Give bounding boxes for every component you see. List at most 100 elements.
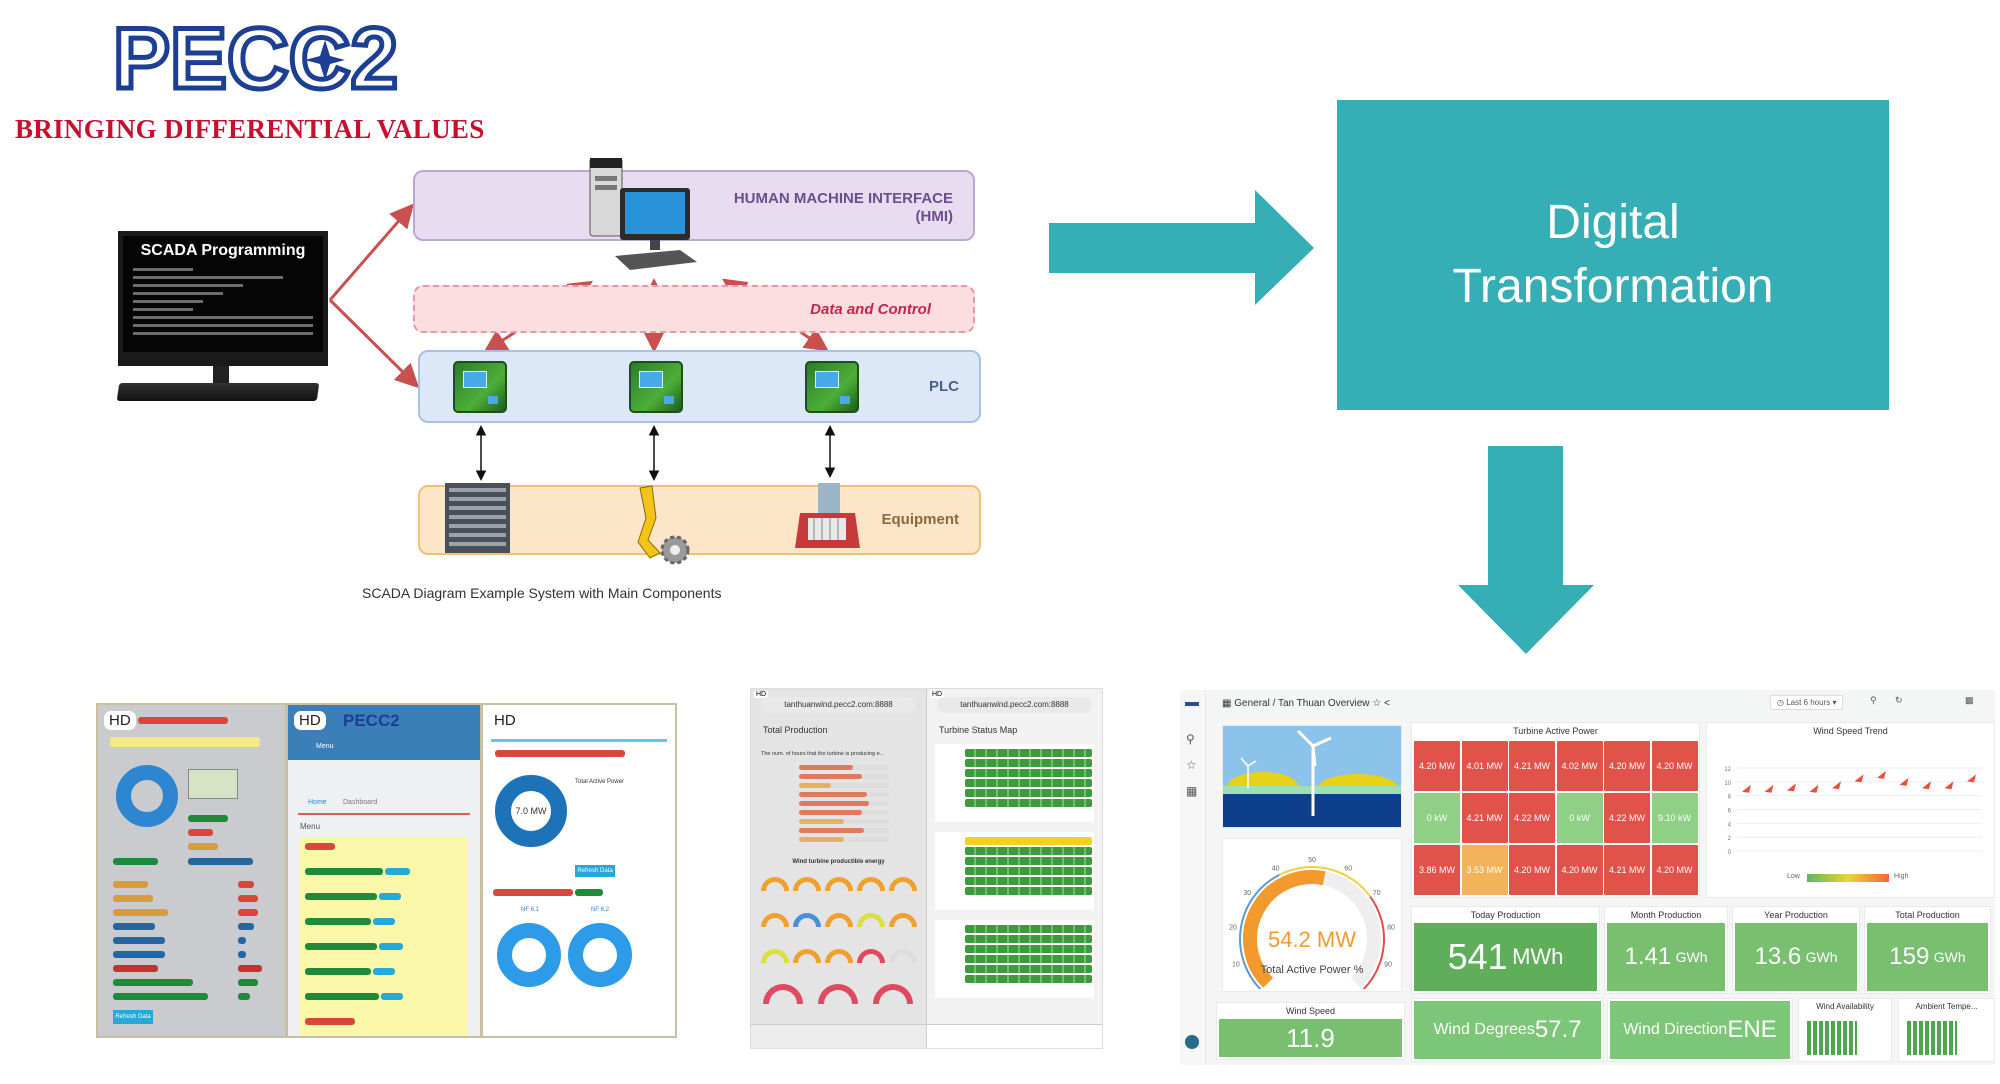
status-row [965,955,1092,963]
apps-grid-icon[interactable]: ▦ [1186,784,1198,798]
turbine-tile: 4.22 MW [1509,793,1555,843]
url-bar[interactable]: tanthuanwind.pecc2.com:8888 [761,697,916,713]
mini-gauge-icon [825,913,853,927]
wind-farm-image-panel [1222,725,1402,828]
turbine-power-value: 4.20 MW [1656,865,1693,875]
data-control-label: Data and Control [810,301,931,318]
trend-point [1854,774,1864,783]
browser-toolbar[interactable] [927,1024,1102,1048]
gauge-value: 54.2 MW [1267,927,1357,952]
hmi-label: HUMAN MACHINE INTERFACE(HMI) [733,190,953,225]
turbine-tile: 0 kW [1414,793,1460,843]
turbine-tile: 0 kW [1556,793,1603,843]
scada-programming-monitor: SCADA Programming [116,231,328,406]
hd-badge: HD [489,711,521,730]
page-title: Total Production [763,725,828,735]
turbine-power-value: 0 kW [1426,813,1448,823]
robot-arm-icon [637,485,690,565]
arrow-down-icon [1458,446,1594,654]
avatar[interactable] [1185,1035,1199,1049]
ambient-temperature-panel: Ambient Tempe... [1898,998,1995,1062]
transformation-line1: Digital [1546,196,1680,249]
code-line [133,308,193,311]
hd-badge: HD [104,711,136,730]
turbine-tile: 4.20 MW [1509,845,1555,895]
monitor-stand [213,366,229,384]
turbine-power-value: 4.20 MW [1656,761,1693,771]
trend-point [1922,781,1931,790]
svg-text:PECC2: PECC2 [113,18,398,98]
month-production-panel: Month Production 1.41 GWh [1604,906,1728,994]
plc-layer: PLC [418,350,981,423]
turbine-power-value: 4.21 MW [1466,813,1503,823]
data-control-layer: Data and Control [413,285,975,333]
bar-fill [799,810,862,815]
mini-gauge-icon [857,913,885,927]
bar-fill [799,828,864,833]
mini-gauge-icon [857,877,885,891]
search-icon[interactable]: ⚲ [1186,732,1195,746]
screenshot-menu: HD PECC2 Menu Home Dashboard Menu [288,705,483,1036]
refresh-button[interactable]: Refresh Data [113,1010,153,1024]
zoom-out-icon[interactable]: ⚲ [1870,695,1877,705]
screenshot-plant-detail: HD Refresh Data [98,705,288,1036]
status-row [965,925,1092,933]
trend-point [1764,784,1774,793]
plc-chip-icon [629,361,683,413]
status-row [965,779,1092,787]
plc-chip-icon [453,361,507,413]
refresh-data-button[interactable]: Refresh Data [575,865,615,877]
hmi-web-screenshots: HD Refresh Data HD PECC2 Menu Home Dashb… [96,703,677,1038]
gauge-threshold [1239,873,1280,991]
star-icon[interactable]: ☆ [1186,758,1197,772]
mini-gauge-icon [761,913,789,927]
url-bar[interactable]: tanthuanwind.pecc2.com:8888 [937,697,1092,713]
keyboard-icon [116,383,320,401]
trend-point [1944,781,1954,790]
browser-toolbar[interactable] [751,1024,926,1048]
panel-title: Year Production [1764,910,1828,920]
status-row [965,749,1092,757]
nf1-label: NF 6.1 [521,907,540,913]
mobile-screenshots: HD tanthuanwind.pecc2.com:8888 Total Pro… [750,688,1103,1049]
panel-title: Wind Availability [1816,1002,1874,1011]
time-range-picker[interactable]: ◷ Last 6 hours ▾ [1770,695,1844,710]
legend-high: High [1894,873,1909,880]
today-production-stat: 541 MWh [1414,923,1597,991]
turbine-power-value: 4.21 MW [1513,761,1550,771]
breadcrumb-home[interactable]: Home [308,799,327,806]
refresh-icon[interactable]: ↻ [1895,695,1903,705]
screenshot-overview: HD 7.0 MW Total Active Power Refresh Dat… [483,705,675,1036]
code-line [133,284,243,287]
mini-gauge-icon [793,949,821,963]
mini-gauge-icon [761,877,789,891]
turbine-power-value: 4.21 MW [1608,865,1645,875]
tv-mode-icon[interactable]: ▩ [1965,695,1974,705]
panel-title: Month Production [1630,910,1702,920]
diagram-thumbnail [188,769,238,799]
y-tick-label: 12 [1724,767,1731,773]
turbine-tile: 4.20 MW [1604,741,1650,791]
trend-point [1899,777,1909,786]
year-production-stat: 13.6 GWh [1735,923,1857,991]
menu-title: Menu [300,822,321,831]
turbine-power-value: 4.20 MW [1561,865,1598,875]
chart-subtitle: The num. of hours that the turbine is pr… [761,751,885,757]
menu-dropdown[interactable]: Menu [316,743,334,750]
status-row [965,867,1092,875]
equipment-layer: Equipment [418,485,981,555]
gauge-tick-label: 20 [1229,924,1237,931]
server-rack-icon [445,483,510,553]
breadcrumb[interactable]: ▦ General / Tan Thuan Overview ☆ < [1222,698,1390,709]
turbine-power-value: 4.20 MW [1513,865,1550,875]
y-tick-label: 2 [1728,836,1732,842]
hd-badge: HD [754,691,769,698]
breadcrumb-dashboard[interactable]: Dashboard [343,799,378,806]
power-gauge: 0102030405060708090100 [1229,857,1395,1001]
mini-gauge-icon [793,913,821,927]
turbine-tile: 3.86 MW [1414,845,1460,895]
status-row [965,789,1092,797]
